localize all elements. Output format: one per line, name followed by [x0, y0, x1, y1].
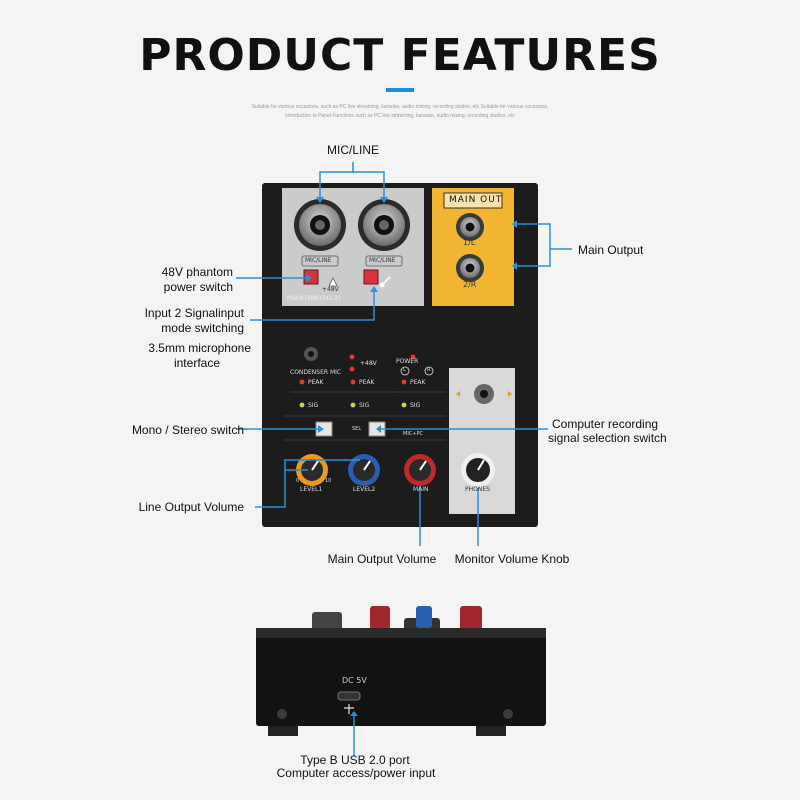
callout-input2-1: Input 2 Signalinput: [144, 306, 244, 320]
plus48-label: +48V: [322, 286, 339, 293]
quarter-inch-jack-icon[interactable]: [456, 254, 484, 282]
level2-knob[interactable]: [348, 454, 380, 486]
3.5mm-jack-icon[interactable]: [304, 347, 318, 361]
sel-label: SEL: [352, 426, 362, 432]
back-panel-knobs: [312, 606, 482, 634]
callout-mono-stereo: Mono / Stereo switch: [131, 423, 244, 437]
subtitle-line-2: Introduction to Panel Functions such as …: [285, 113, 515, 119]
sig-label-1: SIG: [308, 402, 319, 409]
guitar-icon: [379, 276, 391, 288]
callout-computer-rec-1: Computer recording: [552, 417, 659, 431]
callout-mic35-2: interface: [173, 356, 220, 370]
callout-mic35-1: 3.5mm microphone: [148, 341, 251, 355]
callout-lines: [236, 162, 572, 546]
callout-input2-2: mode switching: [161, 321, 244, 335]
power-label: POWER: [396, 358, 419, 365]
page-title: PRODUCT FEATURES: [139, 30, 661, 81]
callout-monitor-volume-knob: Monitor Volume Knob: [454, 552, 570, 566]
input2-mode-button[interactable]: [363, 269, 379, 285]
warning-icon: [328, 277, 338, 287]
subtitle-line-1: Suitable for various occasions, such as …: [251, 104, 549, 110]
mic-pc-label: MIC+PC: [403, 431, 423, 437]
phones-knob[interactable]: [461, 453, 495, 487]
quarter-inch-jack-icon[interactable]: [456, 213, 484, 241]
callout-usb-2: Computer access/power input: [276, 766, 436, 780]
led-indicators: [299, 354, 416, 408]
mic-line-1-label: MIC/LINE: [305, 257, 332, 264]
mic-line-2-label: MIC/LINE: [369, 257, 396, 264]
main-label: MAIN: [413, 486, 429, 493]
phones-label: PHONES: [465, 486, 490, 493]
callout-phantom-2: power switch: [163, 280, 233, 294]
callout-phantom-1: 48V phantom: [161, 265, 233, 279]
callout-line-output-volume: Line Output Volume: [138, 500, 244, 514]
3.5mm-jack-icon[interactable]: [474, 384, 494, 404]
scale-max-label: 10: [325, 478, 332, 484]
title-accent-bar: [386, 88, 414, 92]
plus48v-led-label: +48V: [360, 360, 377, 367]
callout-main-output: Main Output: [578, 243, 644, 257]
out1-label: 1/L: [463, 238, 476, 247]
out2-label: 2/R: [463, 280, 477, 289]
sig-label-3: SIG: [410, 402, 421, 409]
callout-main-output-volume: Main Output Volume: [327, 552, 437, 566]
level1-label: LEVEL1: [300, 486, 323, 493]
xlr-combo-jack-icon[interactable]: [358, 199, 410, 251]
callout-mic-line: MIC/LINE: [326, 143, 379, 157]
level1-knob[interactable]: [296, 454, 328, 486]
usb-port[interactable]: [337, 691, 361, 701]
sig-label-2: SIG: [359, 402, 370, 409]
usb-icon: [344, 704, 354, 714]
peak-label-2: PEAK: [359, 379, 375, 386]
scale-min-label: 0: [296, 478, 300, 484]
callout-usb-1: Type B USB 2.0 port: [300, 753, 410, 767]
back-panel: [256, 628, 546, 726]
peak-label-3: PEAK: [410, 379, 426, 386]
callout-arrows: [306, 197, 517, 433]
condenser-mic-label: CONDENSER MIC: [290, 369, 342, 376]
main-knob[interactable]: [404, 454, 436, 486]
dc5v-label: DC 5V: [342, 676, 367, 685]
l-label: L: [403, 367, 406, 373]
phantom-label: PHANTOM(CH1-2): [287, 295, 341, 302]
main-out-label: MAIN OUT: [449, 195, 503, 205]
r-label: R: [427, 367, 431, 373]
level2-label: LEVEL2: [353, 486, 376, 493]
xlr-combo-jack-icon[interactable]: [294, 199, 346, 251]
peak-label-1: PEAK: [308, 379, 324, 386]
callout-computer-rec-2: signal selection switch: [548, 431, 667, 445]
